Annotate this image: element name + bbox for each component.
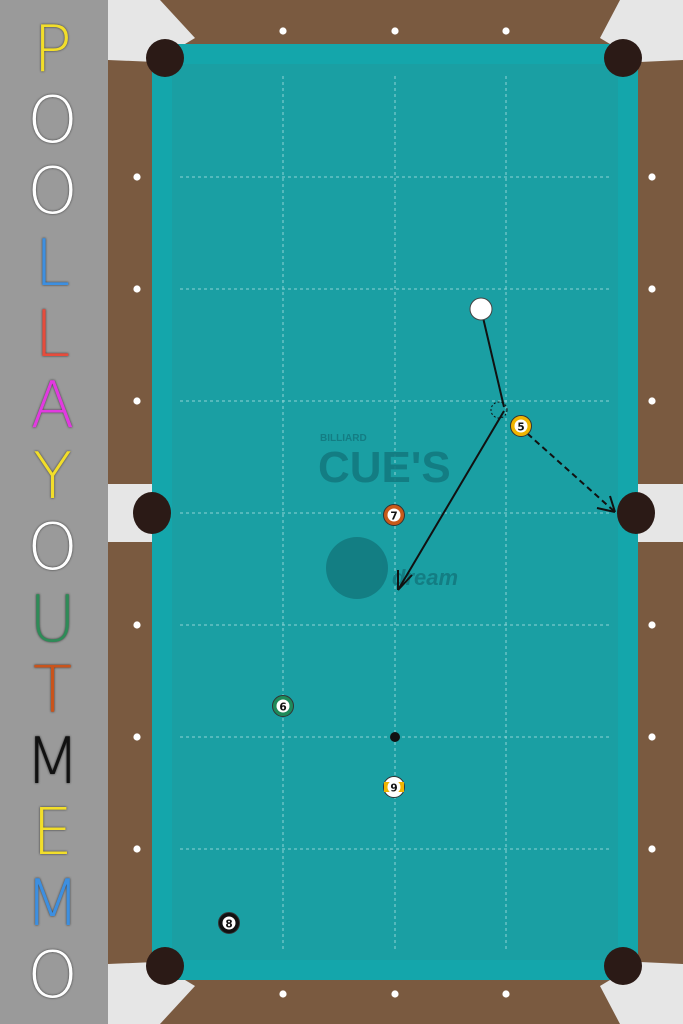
cue-deflection-line [397,410,505,591]
title-letter: O [27,938,78,1013]
title-letter: M [24,867,81,942]
title-letter: U [29,582,76,657]
object-arrowhead [596,495,616,513]
pocket-bottom-right [604,947,642,985]
ball-9[interactable]: 9 [383,776,405,798]
ball-6-label: 6 [279,702,286,714]
pocket-top-left [146,39,184,77]
title-letter: A [30,369,75,443]
cue-arrowhead [397,570,413,591]
logo-big-text: CUE'S [318,443,451,492]
pocket-side-left [133,492,171,534]
pocket-bottom-left [146,947,184,985]
logo-circle [326,537,388,599]
pockets [133,39,655,985]
title-letter: L [34,297,71,372]
ball-6[interactable]: 6 [272,695,294,717]
ball-7[interactable]: 7 [383,504,405,526]
title-letter: O [27,155,78,230]
object-ball-path [519,426,616,513]
foot-spot [390,732,400,742]
title-letter: O [27,511,78,586]
pocket-side-right [617,492,655,534]
ball-8[interactable]: 8 [218,912,240,934]
title-letter: Y [32,440,73,515]
cloth-grid [180,76,610,950]
pocket-top-right [604,39,642,77]
logo-small-text: BILLIARD [320,433,367,444]
cue-ball[interactable] [469,297,493,321]
title-letter: O [27,84,78,159]
ball-9-label: 9 [390,783,397,795]
title-letter: E [32,796,73,871]
title-letter: L [34,226,71,301]
ball-8-label: 8 [225,919,232,931]
title-letter: M [24,725,81,799]
cue-path-line [480,308,505,408]
title-letter: T [32,653,73,728]
ball-5-label: 5 [517,422,524,434]
shot-lines [397,308,616,591]
rail-diamonds [133,27,656,998]
ball-7-label: 7 [390,511,397,523]
ball-5[interactable]: 5 [510,415,532,437]
title-letter: P [33,13,72,87]
